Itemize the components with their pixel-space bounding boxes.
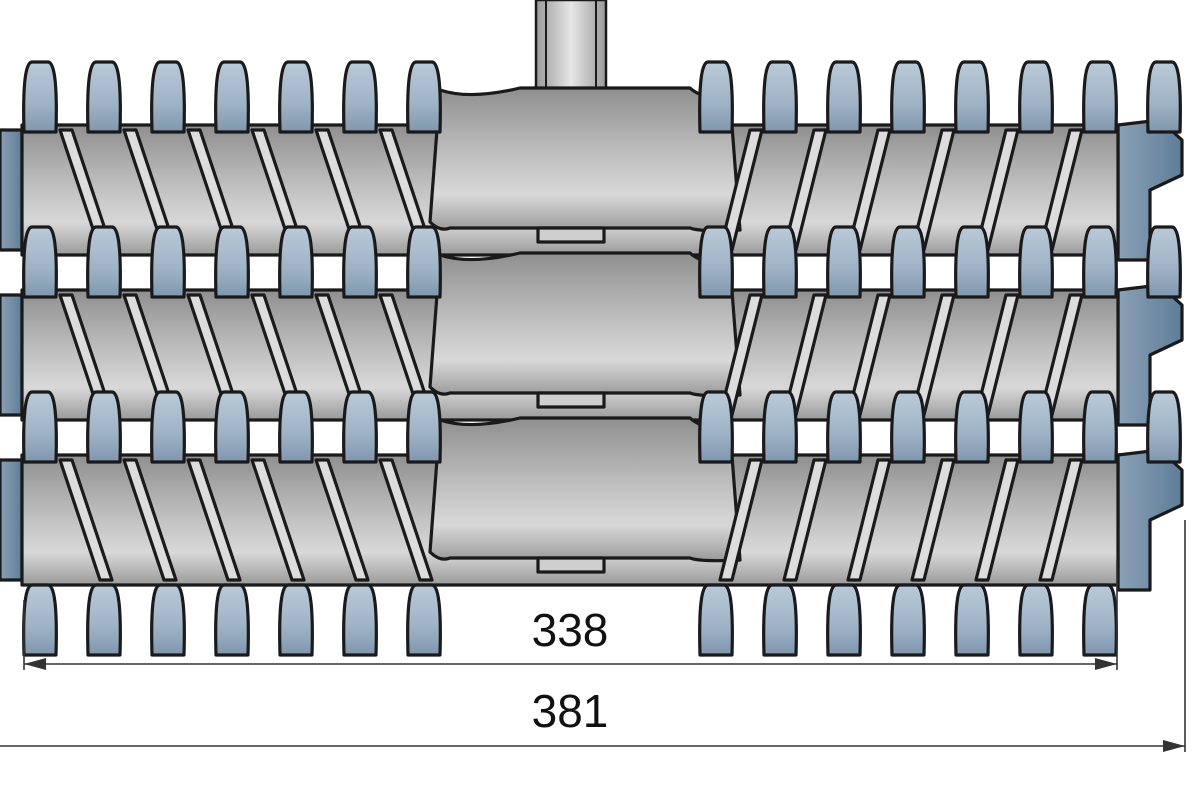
top-fin [214,60,250,134]
top-shaft [534,0,608,92]
center-hub [428,251,742,398]
bottom-fin [954,583,990,657]
bottom-fin [214,583,250,657]
top-fin [278,390,314,464]
center-hub [428,86,742,233]
center-hub [428,416,742,563]
top-fin [762,60,798,134]
top-fin [342,60,378,134]
bottom-fin [762,583,798,657]
top-fin [1018,390,1054,464]
hub-connector [536,391,606,409]
top-fin [698,390,734,464]
bottom-fin [86,583,122,657]
diagonal-rib [250,458,306,582]
top-fin [1018,60,1054,134]
top-fin [698,60,734,134]
dimension-381: 381 [0,520,1186,752]
top-fin [826,60,862,134]
bottom-fin [1082,583,1118,657]
top-fin [1146,390,1182,464]
top-fin [22,225,58,299]
diagonal-rib [122,458,178,582]
top-fin [150,60,186,134]
top-fin [406,225,442,299]
bottom-fin [1018,583,1054,657]
left-end-cap [0,128,24,252]
top-fin [890,60,926,134]
diagonal-rib [718,458,764,582]
top-fin [278,225,314,299]
top-fin [214,225,250,299]
top-fin [890,225,926,299]
top-fin [86,390,122,464]
top-fin [1146,60,1182,134]
cage-layers [0,60,1184,657]
bottom-fin [278,583,314,657]
diagonal-rib [378,458,434,582]
cage-layer [0,390,1184,657]
cage-layer [0,60,1184,262]
top-fin [954,225,990,299]
top-fin [762,390,798,464]
top-fin [826,390,862,464]
bottom-fin [890,583,926,657]
top-fin [826,225,862,299]
top-fin [86,60,122,134]
bottom-fin [826,583,862,657]
dimension-338: 338 [23,560,1118,670]
top-fin [1082,225,1118,299]
top-fin [954,390,990,464]
top-fin [1018,225,1054,299]
diagonal-rib [58,458,114,582]
diagonal-rib [782,458,828,582]
left-end-cap [0,458,24,582]
bottom-fin [698,583,734,657]
diagonal-rib [186,458,242,582]
bottom-fin [150,583,186,657]
top-fin [150,225,186,299]
hub-connector [536,226,606,244]
bottom-fin [342,583,378,657]
top-fin [342,390,378,464]
bottom-fin [22,583,58,657]
outer-width-label: 381 [532,685,609,737]
top-fin [890,390,926,464]
diagonal-rib [910,458,956,582]
top-fin [22,60,58,134]
top-fin [406,60,442,134]
diagonal-rib [846,458,892,582]
top-fin [342,225,378,299]
diagonal-rib [314,458,370,582]
top-fin [1146,225,1182,299]
top-fin [954,60,990,134]
top-fin [86,225,122,299]
left-end-cap [0,293,24,417]
top-fin [698,225,734,299]
bottom-fin [406,583,442,657]
top-fin [22,390,58,464]
top-fin [278,60,314,134]
hub-connector [536,556,606,574]
top-fin [214,390,250,464]
top-fin [1082,60,1118,134]
diagonal-rib [974,458,1020,582]
top-fin [150,390,186,464]
diagonal-rib [1038,458,1084,582]
right-end-cap [1116,448,1184,592]
top-fin [762,225,798,299]
top-fin [406,390,442,464]
inner-width-label: 338 [532,604,609,656]
cage-layer [0,225,1184,427]
top-fin [1082,390,1118,464]
